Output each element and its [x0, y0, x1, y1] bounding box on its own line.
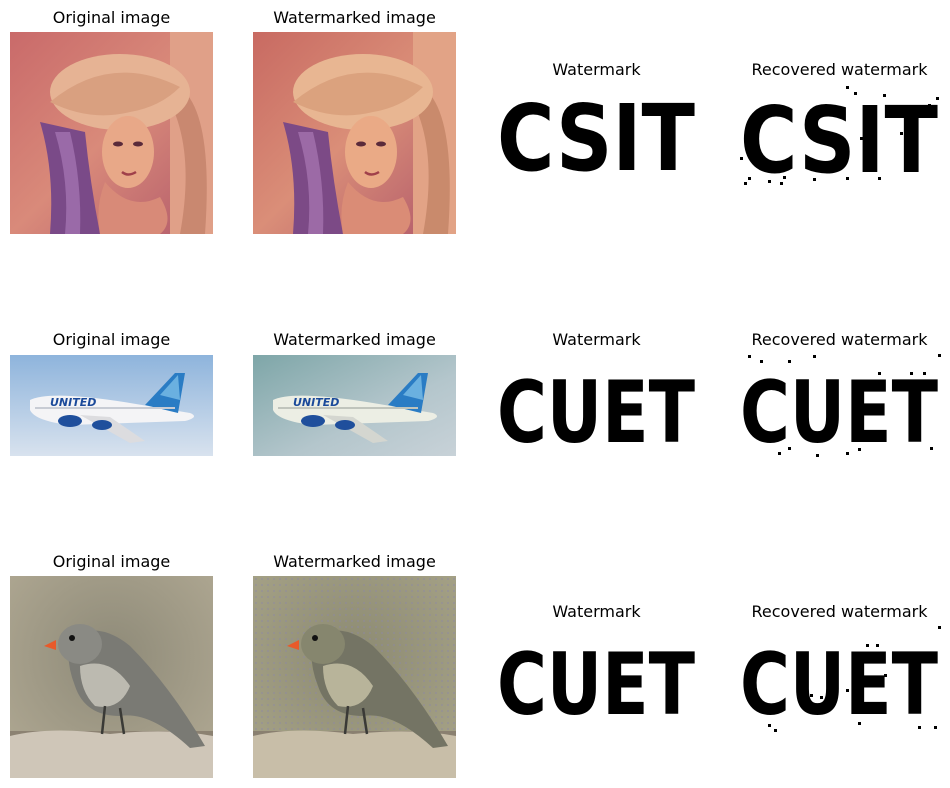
row2-recovered-title: Recovered watermark [751, 330, 928, 349]
row1-recovered-panel: Recovered watermark CSIT [738, 50, 941, 200]
row1-watermark-text: CSIT [497, 95, 695, 185]
row2-original-title: Original image [52, 330, 171, 349]
row3-original-panel: Original image [10, 544, 213, 784]
row2-watermark-panel: Watermark CUET [495, 322, 698, 462]
row1-original-image [10, 32, 213, 234]
row2-noise-specks [748, 354, 941, 457]
row1-recovered-title: Recovered watermark [751, 60, 928, 79]
row3-recovered-image: CUET [738, 624, 941, 734]
row3-recovered-title: Recovered watermark [751, 602, 928, 621]
row1-watermarked-image [253, 32, 456, 234]
row1-watermarked-panel: Watermarked image [253, 0, 456, 240]
row1-noise-specks [740, 86, 939, 185]
row2-original-panel: Original image UNITED [10, 322, 213, 462]
row3-recovered-panel: Recovered watermark CUET [738, 594, 941, 744]
row3-watermarked-panel: Watermarked image [253, 544, 456, 784]
row1-recovered-image: CSIT [738, 82, 941, 222]
row1-original-title: Original image [52, 8, 171, 27]
row2-recovered-image: CUET [738, 352, 941, 462]
row3-watermark-title: Watermark [552, 602, 641, 621]
row2-watermarked-title: Watermarked image [273, 330, 436, 349]
row2-watermarked-image: UNITED [253, 355, 456, 456]
row2-watermark-image: CUET [495, 367, 698, 457]
row2-watermark-text: CUET [497, 367, 695, 457]
row1-watermarked-title: Watermarked image [273, 8, 436, 27]
row3-watermarked-title: Watermarked image [273, 552, 436, 571]
row1-watermark-image: CSIT [495, 95, 698, 185]
row3-original-image [10, 576, 213, 778]
row3-watermark-image: CUET [495, 639, 698, 729]
row3-noise-specks [768, 626, 941, 732]
row2-original-airline-text: UNITED [50, 396, 96, 409]
row2-recovered-panel: Recovered watermark CUET [738, 322, 941, 462]
row3-original-title: Original image [52, 552, 171, 571]
row1-original-panel: Original image [10, 0, 213, 240]
row2-original-image: UNITED [10, 355, 213, 456]
row2-watermarked-airline-text: UNITED [293, 396, 339, 409]
row2-watermarked-panel: Watermarked image UNITED [253, 322, 456, 462]
row1-recovered-text: CSIT [740, 87, 938, 194]
row3-watermarked-image [253, 576, 456, 778]
row3-recovered-text: CUET [740, 635, 938, 734]
row2-recovered-text: CUET [740, 363, 938, 462]
row3-watermark-panel: Watermark CUET [495, 594, 698, 744]
row2-watermark-title: Watermark [552, 330, 641, 349]
row3-watermark-text: CUET [497, 639, 695, 729]
row1-watermark-title: Watermark [552, 60, 641, 79]
row1-watermark-panel: Watermark CSIT [495, 50, 698, 200]
